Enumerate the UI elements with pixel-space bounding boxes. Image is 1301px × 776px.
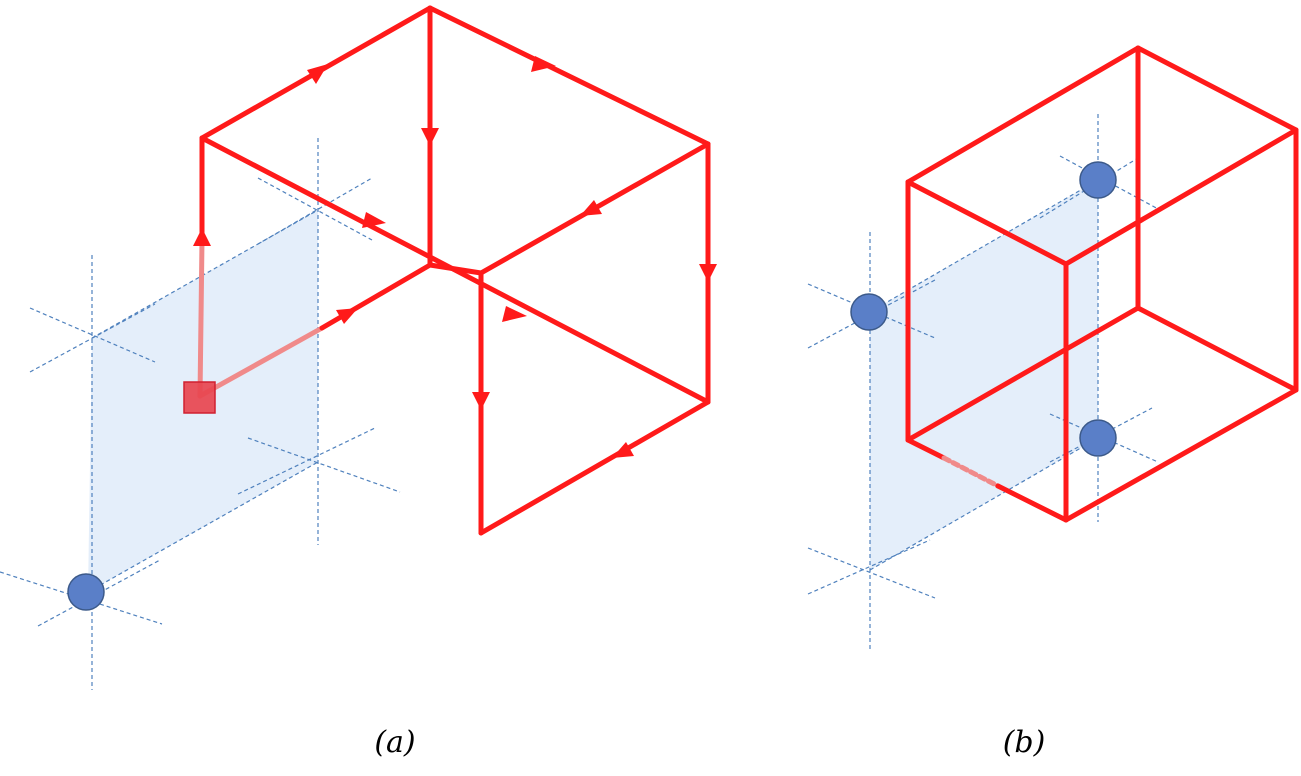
panel-b: (b) xyxy=(807,45,1299,760)
red-triangle-arrowhead-icon xyxy=(336,308,358,324)
red-triangle-arrowhead-icon xyxy=(472,392,490,410)
red-triangle-arrowhead-icon xyxy=(307,64,328,84)
red-triangle-arrowhead-icon xyxy=(421,128,439,146)
panel-a-faded-string-diag xyxy=(197,325,325,399)
red-triangle-arrowhead-icon xyxy=(699,264,717,282)
blue-circle-icon xyxy=(67,573,105,611)
panel-a-lattice xyxy=(0,138,401,690)
red-triangle-arrowhead-icon xyxy=(580,200,602,216)
red-square-icon xyxy=(183,381,216,414)
red-triangle-arrowhead-icon xyxy=(531,56,556,72)
blue-circle-icon xyxy=(1079,161,1117,199)
blue-circle-icon xyxy=(1079,419,1117,457)
panel-a-direction-arrows xyxy=(193,56,717,458)
red-triangle-arrowhead-icon xyxy=(502,306,527,322)
panel-b-caption: (b) xyxy=(1003,725,1046,760)
red-triangle-arrowhead-icon xyxy=(612,442,634,458)
panel-b-cube xyxy=(905,45,1299,523)
panel-a-caption: (a) xyxy=(374,725,415,760)
blue-circle-icon xyxy=(850,293,888,331)
red-triangle-arrowhead-icon xyxy=(193,228,211,246)
red-triangle-arrowhead-icon xyxy=(362,212,386,228)
panel-b-plaquette xyxy=(870,180,1098,570)
panel-a-faded-string-up xyxy=(197,237,205,399)
panel-a: (a) xyxy=(0,5,717,760)
